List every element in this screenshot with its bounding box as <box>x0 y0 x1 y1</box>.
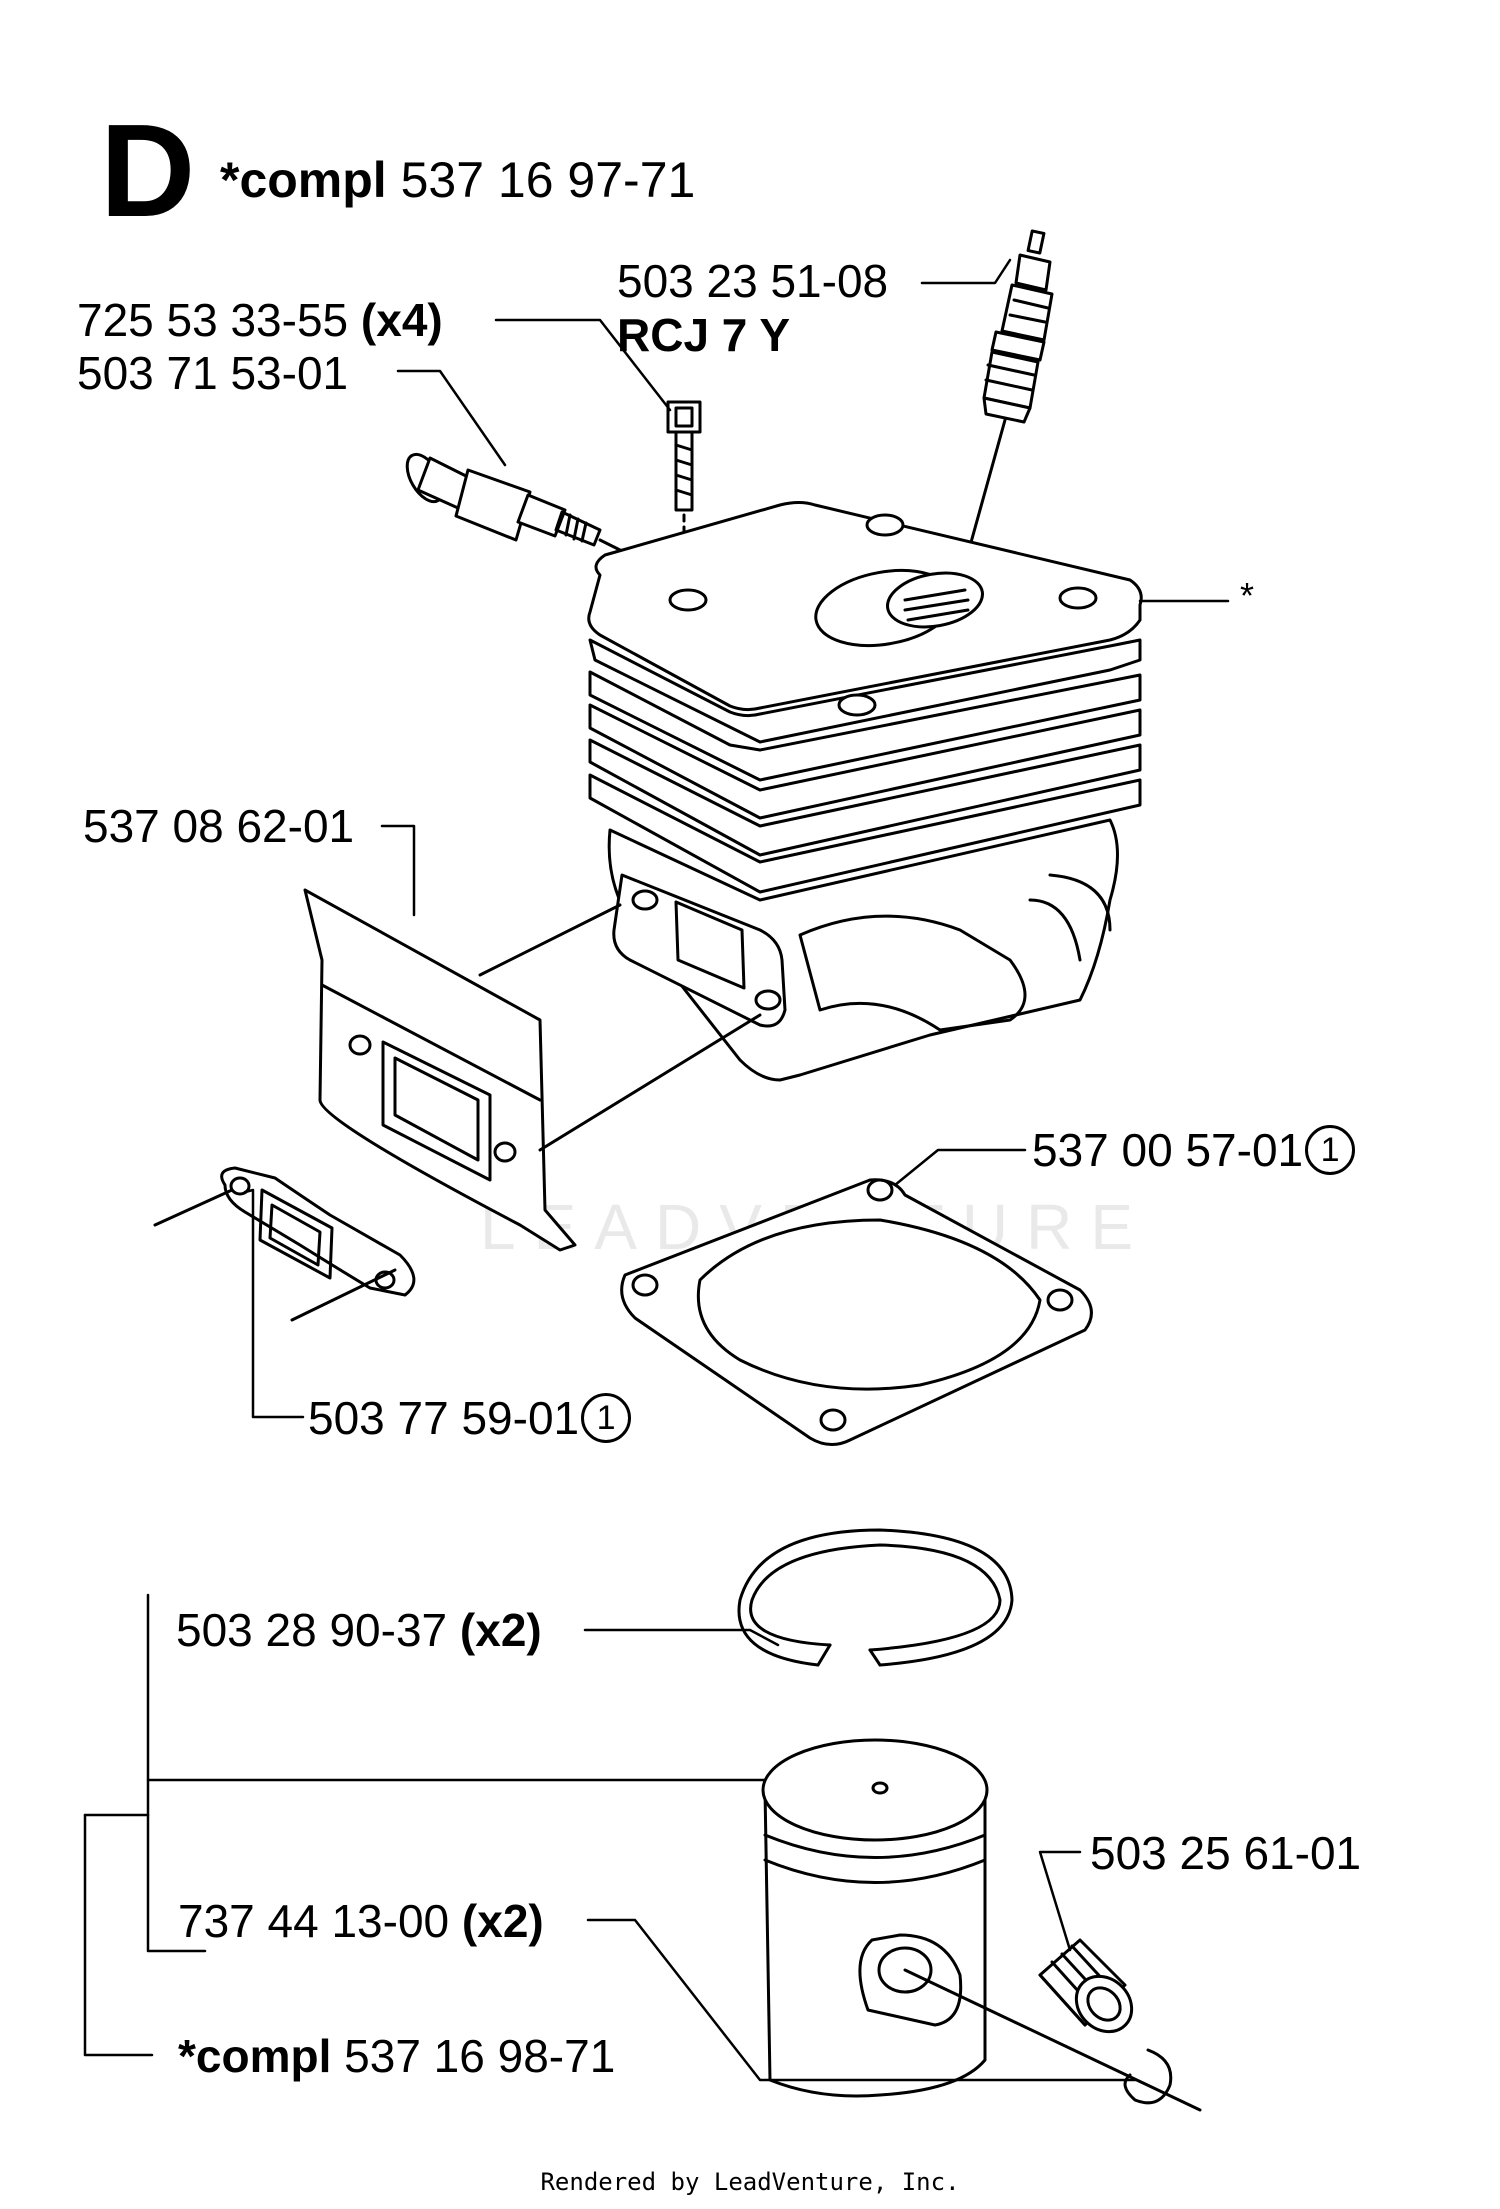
decompression-valve-icon[interactable] <box>400 448 602 547</box>
piston-compl-prefix: *compl <box>178 2030 332 2082</box>
spark-plug-part-number[interactable]: 503 23 51-08 <box>617 255 889 307</box>
shield-guide-line-2 <box>538 1013 762 1152</box>
circlip-icon[interactable] <box>1123 2048 1173 2105</box>
compl-number: 537 16 97-71 <box>400 152 696 208</box>
footer-credit: Rendered by LeadVenture, Inc. <box>540 2168 960 2196</box>
piston-ring-number: 503 28 90-37 <box>176 1604 448 1656</box>
piston-ring-label[interactable]: 503 28 90-37 (x2) <box>176 1607 542 1653</box>
compl-prefix: *compl <box>220 152 387 208</box>
gasket-guide-line-2 <box>290 1268 397 1322</box>
circlip-number: 737 44 13-00 <box>178 1895 450 1947</box>
piston-icon[interactable] <box>761 1738 989 2098</box>
piston-assembly-label[interactable]: *compl 537 16 98-71 <box>178 2033 615 2079</box>
needle-bearing-part-number[interactable]: 503 25 61-01 <box>1090 1827 1362 1879</box>
circlip-label[interactable]: 737 44 13-00 (x2) <box>178 1898 544 1944</box>
heat-shield-part-number[interactable]: 537 08 62-01 <box>83 800 355 852</box>
circled-mark-1: 1 <box>1305 1124 1356 1175</box>
cylinder-assembly-label[interactable]: *compl 537 16 97-71 <box>220 155 695 205</box>
spark-plug-note: RCJ 7 Y <box>617 309 791 361</box>
screw-part-number: 725 53 33-55 <box>77 294 349 346</box>
circled-mark-2: 1 <box>581 1392 632 1443</box>
heat-shield-icon[interactable] <box>303 888 577 1252</box>
needle-bearing-icon[interactable] <box>1038 1938 1143 2043</box>
muffler-gasket-number: 503 77 59-01 <box>308 1392 580 1444</box>
leader-lines <box>83 258 1230 2082</box>
section-letter: D <box>100 97 196 244</box>
piston-ring-icon[interactable] <box>737 1528 1014 1667</box>
spark-plug-icon[interactable] <box>982 229 1054 424</box>
piston-ring-qty: (x2) <box>459 1604 542 1656</box>
circlip-qty: (x2) <box>461 1895 544 1947</box>
piston-compl-number: 537 16 98-71 <box>344 2030 616 2082</box>
shield-guide-line-1 <box>478 903 622 977</box>
gasket-guide-line-1 <box>153 1188 234 1227</box>
cylinder-gasket-icon[interactable] <box>620 1178 1093 1446</box>
pin-axis-line <box>903 1968 1202 2112</box>
cylinder-icon[interactable] <box>587 501 1143 1082</box>
screw-label[interactable]: 725 53 33-55 (x4) <box>77 297 443 343</box>
screw-qty: (x4) <box>360 294 443 346</box>
screw-icon[interactable] <box>666 400 702 512</box>
cylinder-marker: * <box>1240 575 1255 616</box>
cylinder-gasket-number: 537 00 57-01 <box>1032 1124 1304 1176</box>
valve-part-number[interactable]: 503 71 53-01 <box>77 347 349 399</box>
